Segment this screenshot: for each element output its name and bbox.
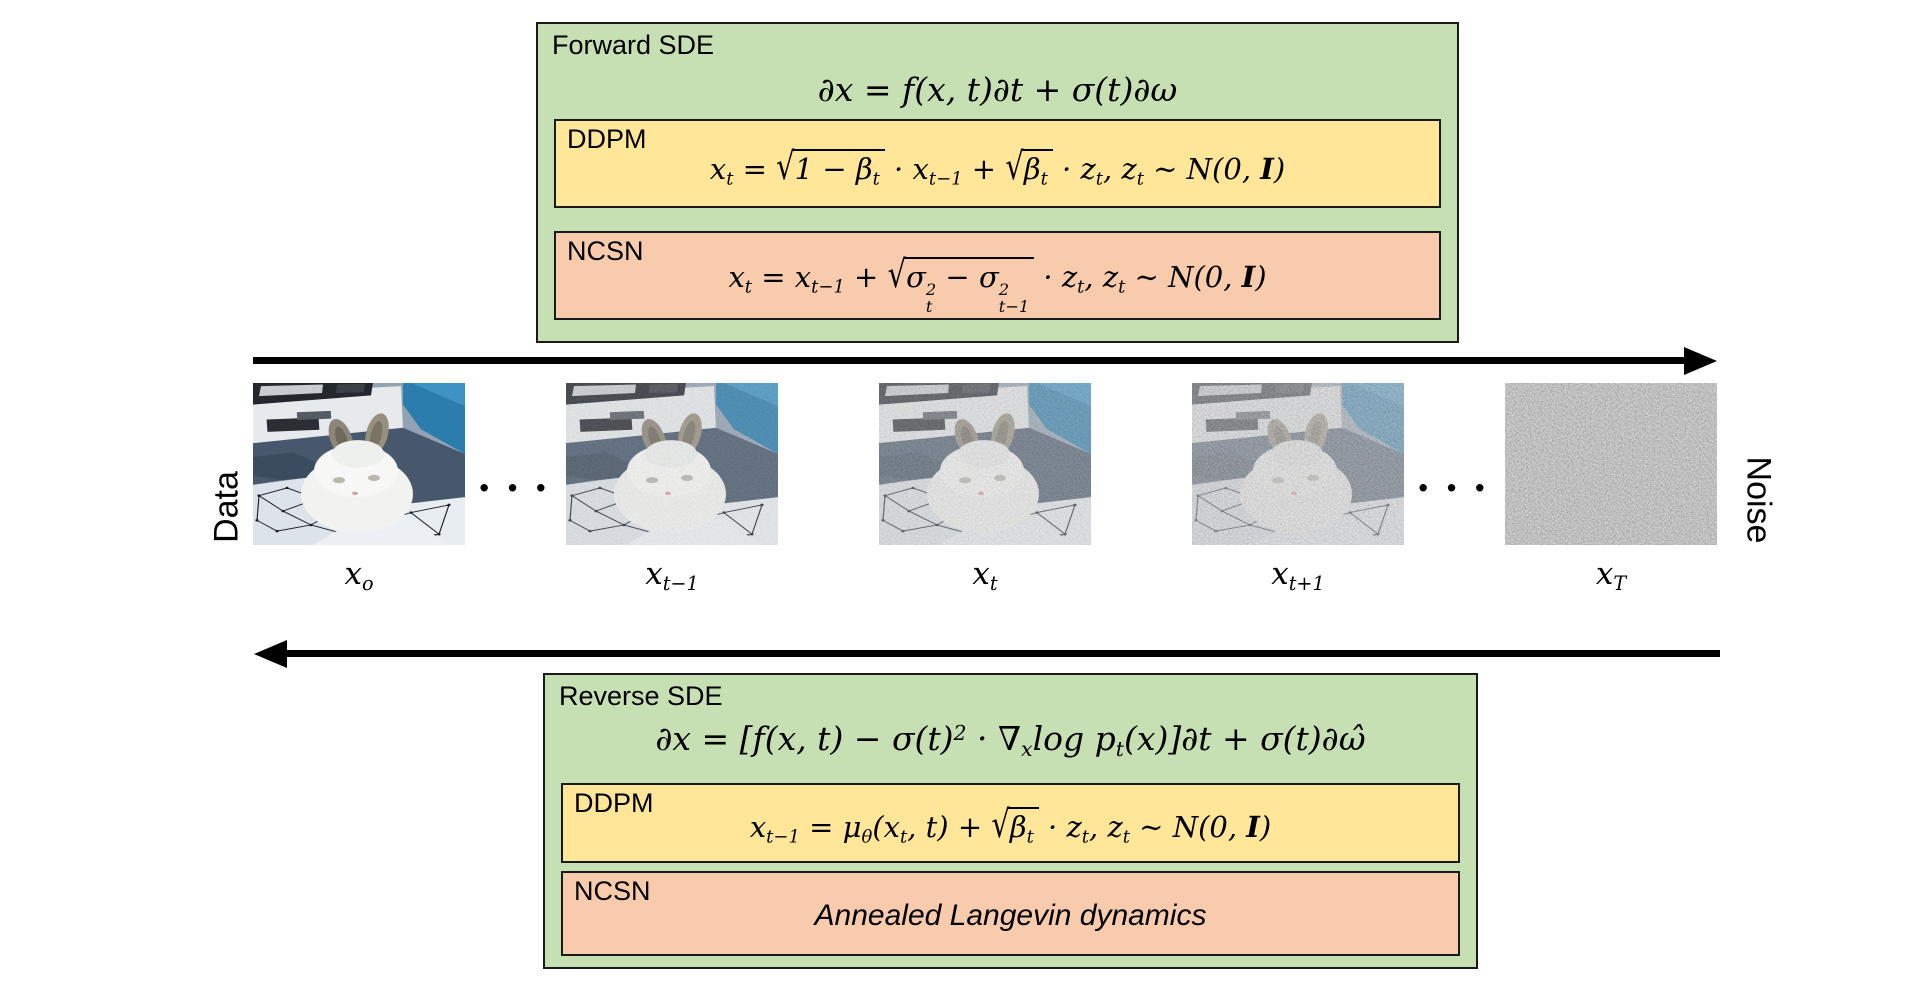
- reverse-ncsn-box: NCSN Annealed Langevin dynamics: [561, 871, 1460, 956]
- reverse-ddpm-equation: xt−1 = μθ(xt, t) + √βt · zt, zt ∼ N(0, I…: [749, 802, 1272, 848]
- bunny-image: [1505, 383, 1717, 546]
- ellipsis-dots: • • •: [479, 472, 552, 503]
- forward-sde-box: Forward SDE ∂x = f(x, t)∂t + σ(t)∂ω DDPM…: [536, 22, 1459, 343]
- reverse-arrow: [286, 650, 1720, 657]
- bunny-image: [253, 383, 465, 546]
- reverse-ddpm-box: DDPM xt−1 = μθ(xt, t) + √βt · zt, zt ∼ N…: [561, 783, 1460, 863]
- reverse-sde-title: Reverse SDE: [559, 681, 723, 711]
- forward-ddpm-equation: xt = √1 − βt · xt−1 + √βt · zt, zt ∼ N(0…: [709, 144, 1286, 190]
- diffusion-frame: xo: [253, 383, 465, 593]
- frame-label: xt+1: [1271, 556, 1325, 595]
- frame-label: xT: [1595, 556, 1627, 595]
- diffusion-frame: xt+1: [1192, 383, 1404, 593]
- forward-arrow: [253, 357, 1685, 364]
- data-axis-label: Data: [207, 471, 246, 543]
- forward-sde-title: Forward SDE: [552, 30, 715, 60]
- diffusion-frame: xT: [1505, 383, 1717, 593]
- frame-label: xo: [344, 556, 374, 595]
- reverse-ncsn-text: Annealed Langevin dynamics: [814, 899, 1207, 932]
- forward-ddpm-box: DDPM xt = √1 − βt · xt−1 + √βt · zt, zt …: [554, 119, 1441, 208]
- noise-axis-label: Noise: [1739, 456, 1778, 544]
- forward-ncsn-label: NCSN: [567, 236, 644, 266]
- bunny-image: [879, 383, 1091, 546]
- frame-label: xt: [972, 556, 998, 595]
- diffusion-frame: xt−1: [566, 383, 778, 593]
- forward-ddpm-label: DDPM: [567, 124, 647, 154]
- reverse-sde-box: Reverse SDE ∂x = [f(x, t) − σ(t)2 · ∇xlo…: [543, 673, 1478, 969]
- bunny-image: [566, 383, 778, 546]
- reverse-ncsn-label: NCSN: [574, 876, 651, 906]
- reverse-sde-equation: ∂x = [f(x, t) − σ(t)2 · ∇xlog pt(x)]∂t +…: [655, 719, 1366, 762]
- diffusion-frame: xt: [879, 383, 1091, 593]
- ellipsis-dots: • • •: [1418, 472, 1491, 503]
- reverse-ddpm-label: DDPM: [574, 788, 654, 818]
- image-strip: xo • • • xt−1 xt xt+1 • • • xT: [253, 383, 1717, 593]
- frame-label: xt−1: [645, 556, 699, 595]
- forward-sde-equation: ∂x = f(x, t)∂t + σ(t)∂ω: [817, 70, 1178, 109]
- bunny-image: [1192, 383, 1404, 546]
